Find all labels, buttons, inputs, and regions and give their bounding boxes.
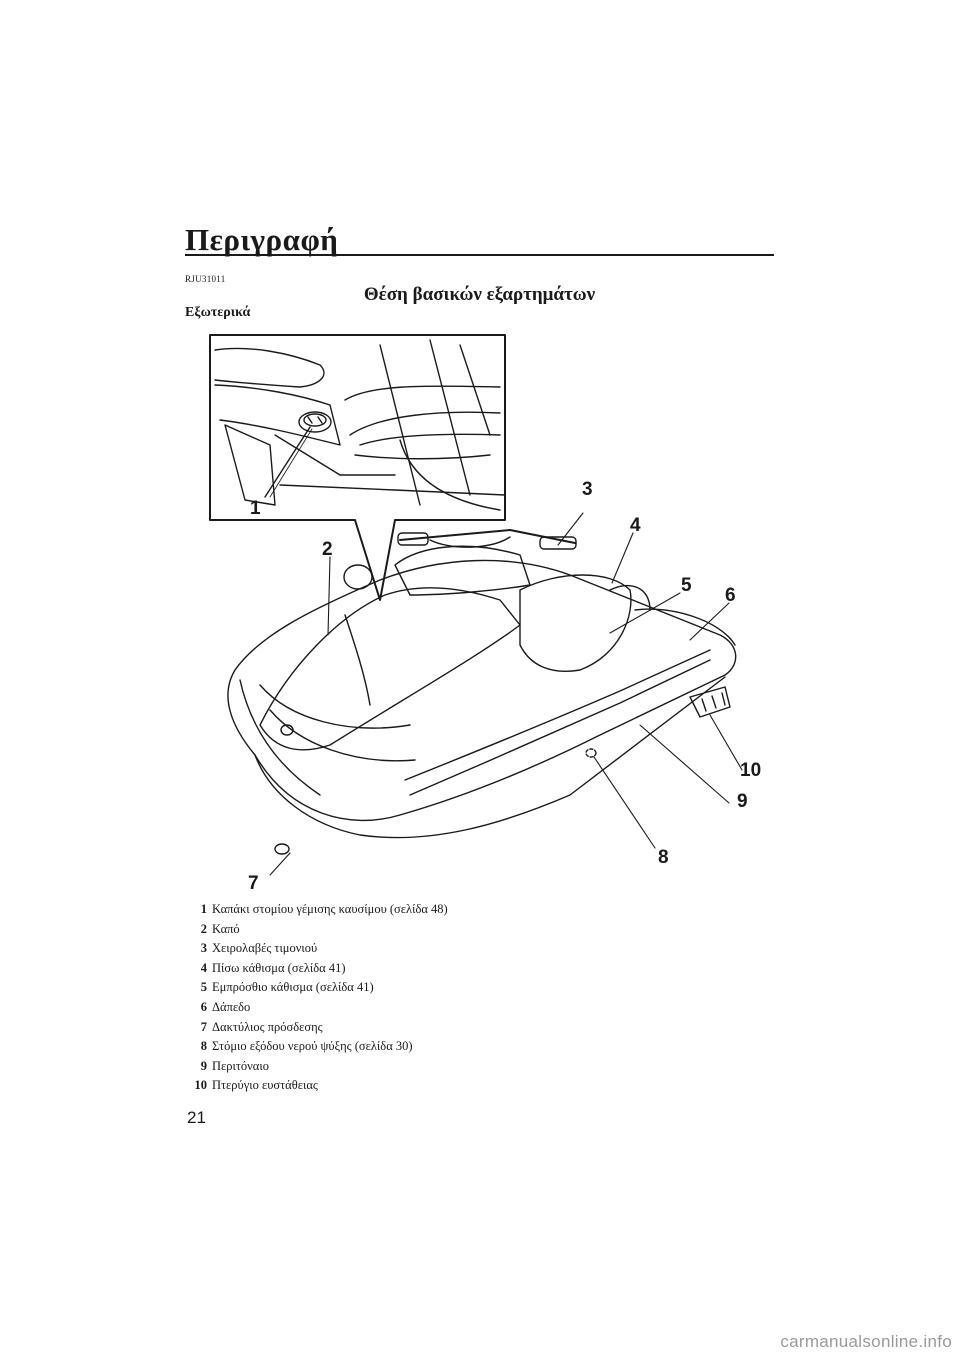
- watercraft-body: [227, 529, 737, 855]
- callout-9: 9: [737, 791, 748, 812]
- callout-5: 5: [681, 575, 692, 596]
- watercraft-illustration: 1 2 3 4 5 6 7 8 9 10: [180, 325, 780, 895]
- callout-4: 4: [630, 515, 641, 536]
- callout-6: 6: [725, 585, 736, 606]
- subsection-title: Εξωτερικά: [185, 305, 251, 320]
- reference-code: RJU31011: [185, 274, 226, 284]
- callout-leaders: [269, 512, 743, 876]
- callout-10: 10: [740, 760, 761, 781]
- callout-1: 1: [250, 498, 261, 519]
- watermark: carmanualsonline.info: [780, 1332, 952, 1351]
- detail-inset: [209, 334, 506, 601]
- callout-numbers: 1 2 3 4 5 6 7 8 9 10: [248, 479, 761, 894]
- section-title: Θέση βασικών εξαρτημάτων: [363, 284, 596, 305]
- callout-8: 8: [658, 847, 669, 868]
- callout-2: 2: [322, 539, 333, 560]
- callout-7: 7: [248, 873, 259, 894]
- callout-3: 3: [582, 479, 593, 500]
- page-number: 21: [187, 1108, 206, 1127]
- chapter-divider: [185, 254, 774, 256]
- chapter-title: Περιγραφή: [185, 222, 339, 257]
